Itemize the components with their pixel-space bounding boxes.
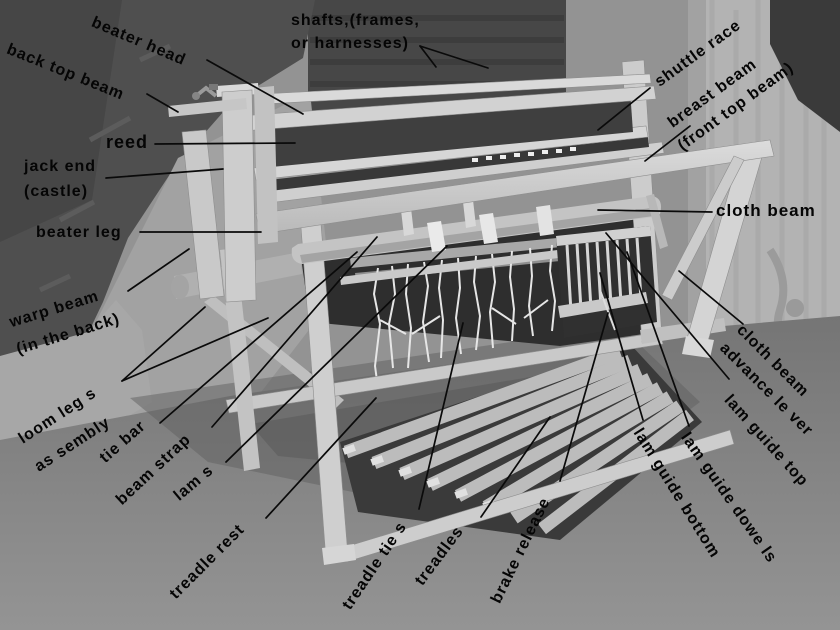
label-cloth-beam: cloth beam (716, 201, 816, 220)
label-jack-end-line2: (castle) (24, 183, 89, 200)
label-jack-end-line1: jack end (24, 158, 97, 175)
label-beater-leg: beater leg (36, 224, 122, 241)
label-shafts-line2: or harnesses) (291, 35, 409, 52)
beam-stack (239, 73, 775, 235)
dark-panel-right (770, 0, 840, 132)
beam-strap-part (427, 221, 446, 252)
label-shafts-line1: shafts,(frames, (291, 12, 420, 29)
left-drape-fold (0, 300, 152, 444)
shafts-part (258, 90, 633, 168)
heddle-glints (472, 147, 576, 162)
lam-guide-part (556, 226, 657, 338)
label-reed: reed (106, 132, 149, 152)
